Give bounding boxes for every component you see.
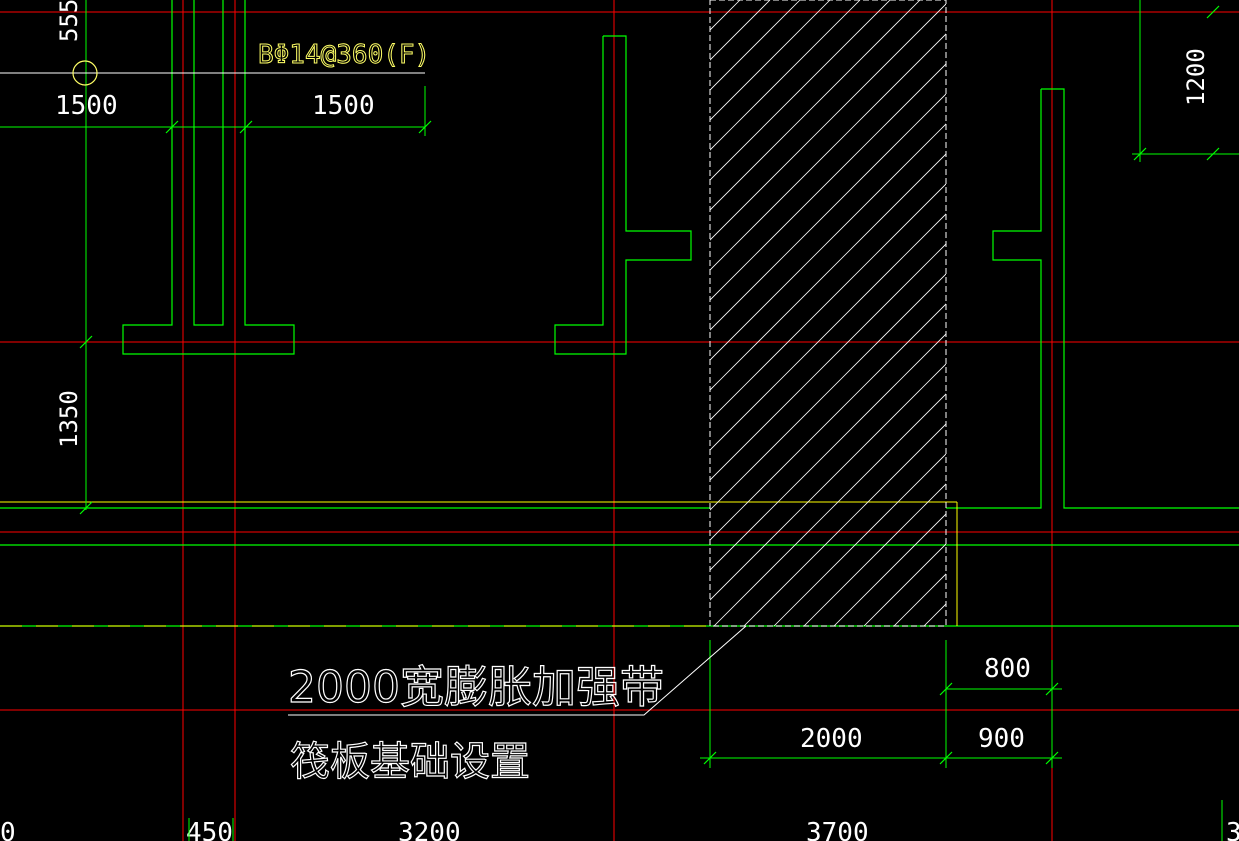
- dim-text-right-lower: 900: [978, 724, 1025, 754]
- hatch-line: [710, 63, 946, 301]
- hatch-line: [713, 393, 946, 626]
- tick-mark: [939, 682, 953, 696]
- expansion-band-hatch: [710, 0, 946, 626]
- hatch-line: [710, 0, 861, 151]
- rebar-annotation: BΦ14@360(F): [0, 40, 431, 86]
- circle-marker-icon: [72, 60, 98, 86]
- dim-text-bottom-3700: 3700: [806, 818, 869, 841]
- hatch-line: [743, 423, 946, 626]
- band-subtitle: 筏板基础设置: [290, 739, 530, 785]
- wall-outline-mid: [554, 35, 692, 355]
- tick-mark: [1045, 751, 1059, 765]
- hatch-line: [710, 153, 946, 391]
- expansion-band-outline: [709, 0, 947, 627]
- hatch-line: [710, 333, 946, 571]
- dim-text-bottom-right-partial: 3: [1226, 818, 1239, 841]
- wall-outline-left: [122, 0, 295, 355]
- tick-mark: [239, 120, 253, 134]
- dim-text-bottom-450: 450: [186, 818, 233, 841]
- dim-text-left-vertical: 1350: [55, 390, 83, 448]
- tick-mark: [1133, 147, 1147, 161]
- dimension-lines: [0, 0, 1239, 768]
- dimension-ticks: [79, 5, 1220, 765]
- tick-mark: [703, 751, 717, 765]
- band-note: 2000宽膨胀加强带 筏板基础设置: [287, 661, 664, 785]
- hatch-line: [710, 93, 946, 331]
- band-title: 2000宽膨胀加强带: [288, 662, 664, 713]
- leader-line: [288, 625, 747, 716]
- tick-mark: [1206, 5, 1220, 19]
- wall-outline-left-inner: [193, 0, 224, 326]
- dim-text-band-width: 2000: [800, 724, 863, 754]
- hatch-line: [710, 363, 946, 601]
- hatch-line: [833, 513, 946, 626]
- hatch-line: [710, 33, 946, 271]
- wall-outline-right-inner: [946, 89, 1042, 509]
- hatch-line: [773, 453, 946, 626]
- tick-mark: [1045, 682, 1059, 696]
- hatch-line: [710, 3, 946, 241]
- band-leader: [288, 625, 747, 716]
- tick-mark: [418, 120, 432, 134]
- hatch-line: [710, 213, 946, 451]
- hatch-line: [803, 483, 946, 626]
- tick-mark: [1206, 147, 1220, 161]
- hatch-line: [710, 303, 946, 541]
- dim-text-top-right-vertical: 1200: [1182, 48, 1210, 106]
- hatch-line: [710, 273, 946, 511]
- tick-mark: [939, 751, 953, 765]
- hatch-line: [710, 0, 831, 121]
- hatch-line: [710, 183, 946, 421]
- slab-edge: [0, 501, 958, 627]
- rebar-label: BΦ14@360(F): [258, 40, 430, 70]
- hatch-line: [710, 123, 946, 361]
- dim-text-bottom-left-partial: 0: [0, 818, 16, 841]
- expansion-band: [709, 0, 947, 627]
- hatch-line: [710, 0, 891, 181]
- tick-mark: [79, 501, 93, 515]
- bottom-extension-lines: [188, 800, 1223, 841]
- wall-outline-right: [1041, 88, 1239, 509]
- dim-text-top-left-vertical: 5550: [55, 0, 83, 42]
- dim-text-right-upper: 800: [984, 654, 1031, 684]
- hatch-line: [710, 0, 921, 211]
- dim-text-top-left-horizontal: 1500: [55, 91, 118, 121]
- hatch-line: [710, 243, 946, 481]
- tick-mark: [79, 335, 93, 349]
- tick-mark: [165, 120, 179, 134]
- dim-text-bottom-3200: 3200: [398, 818, 461, 841]
- dim-text-top-mid-horizontal: 1500: [312, 91, 375, 121]
